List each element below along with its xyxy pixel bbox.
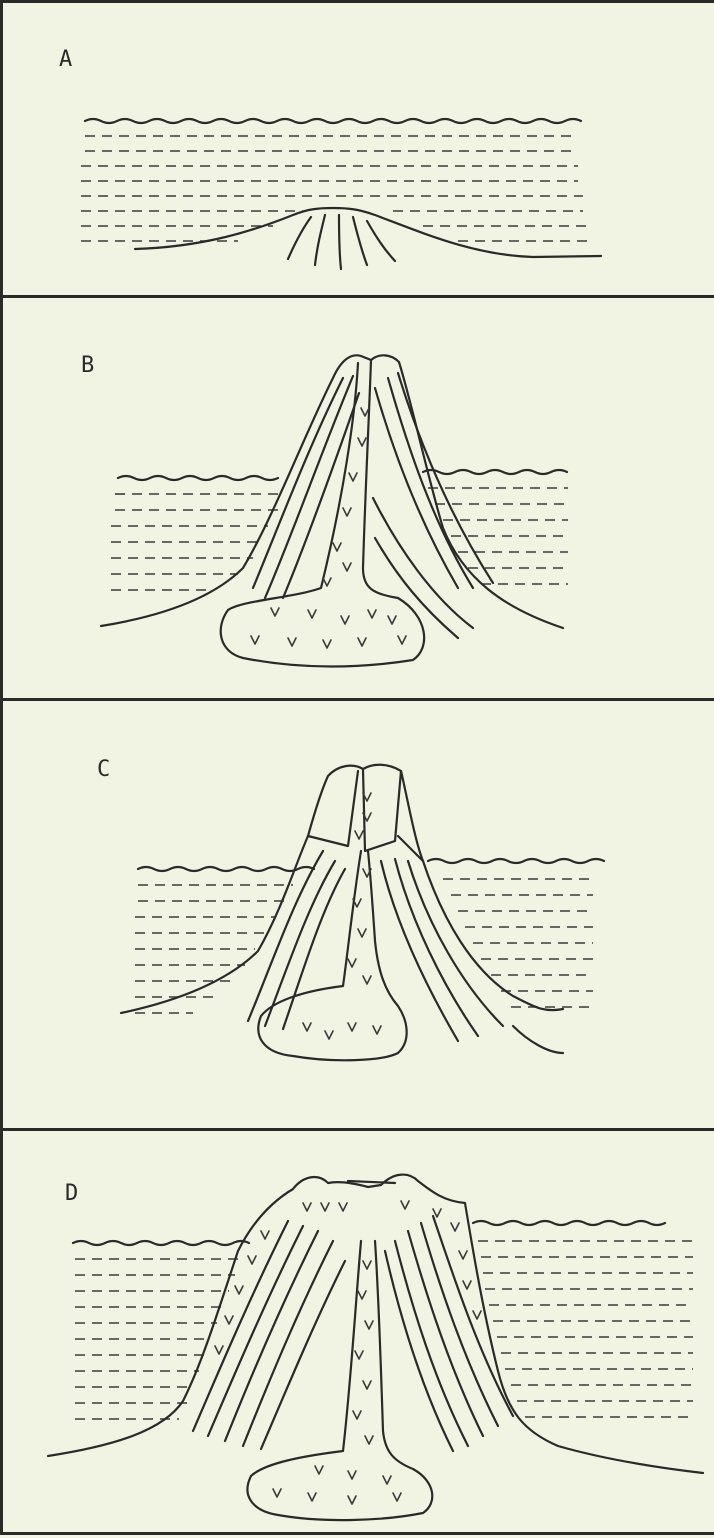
- flank-layers: [253, 373, 493, 638]
- lava-vees: [215, 1201, 481, 1504]
- panel-c-drawing: [3, 701, 714, 1131]
- sea-surface-right: [423, 470, 567, 474]
- panel-d: D: [3, 1131, 714, 1538]
- panel-c: C: [3, 701, 714, 1131]
- sea-surface-right: [473, 1221, 665, 1225]
- lava-vees: [303, 793, 381, 1039]
- sea-surface-left: [118, 476, 278, 480]
- water-dashes: [135, 879, 593, 1013]
- water-dashes: [81, 136, 588, 241]
- sea-surface-left: [138, 867, 314, 871]
- water-dashes: [75, 1241, 693, 1419]
- sea-surface: [85, 119, 581, 123]
- panel-b-drawing: [3, 298, 714, 701]
- magma-conduit: [258, 851, 406, 1060]
- panel-b: B: [3, 298, 714, 701]
- volcano-outline: [101, 355, 563, 628]
- panel-a: A: [3, 3, 714, 298]
- crater-rim: [348, 1181, 395, 1183]
- panel-d-drawing: [3, 1131, 714, 1538]
- panel-a-drawing: [3, 3, 714, 298]
- seamount-outline: [135, 208, 601, 257]
- sea-surface-left: [73, 1241, 249, 1245]
- lava-flow-lines: [288, 215, 395, 269]
- lava-vees: [251, 408, 406, 648]
- sea-surface-right: [428, 859, 604, 863]
